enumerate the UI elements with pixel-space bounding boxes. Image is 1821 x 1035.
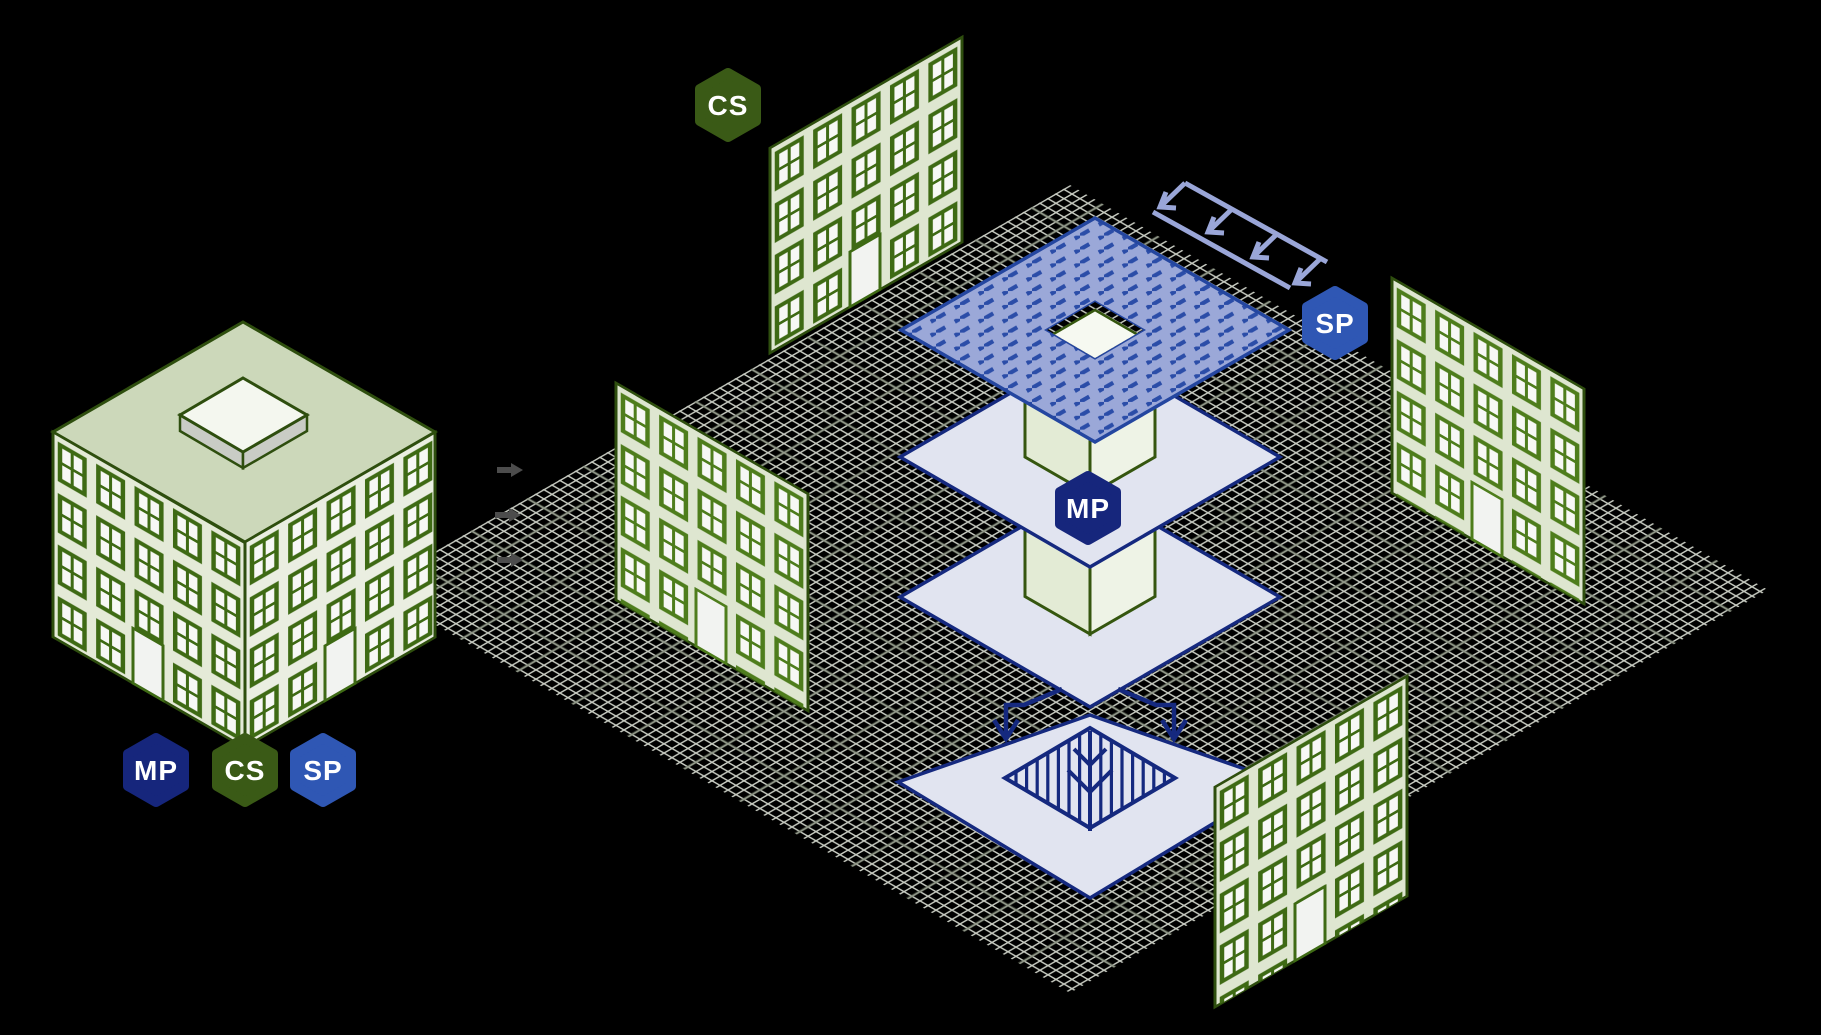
load-arrow-right-head bbox=[1160, 718, 1188, 744]
flow-arrow-1 bbox=[497, 463, 523, 477]
load-arrow-1 bbox=[1156, 181, 1187, 211]
badge-label: SP bbox=[1315, 308, 1354, 339]
flow-arrow-3 bbox=[497, 553, 523, 567]
badge-sp-load: SP bbox=[1302, 286, 1368, 360]
hexagon-badge-icon bbox=[212, 733, 278, 807]
load-arrow-4 bbox=[1291, 257, 1322, 287]
badge-label: CS bbox=[225, 755, 266, 786]
legend-badge-sp: SP bbox=[290, 733, 356, 807]
source-building bbox=[49, 320, 439, 751]
hexagon-badge-icon bbox=[1055, 471, 1121, 545]
facade-east bbox=[1390, 275, 1586, 607]
ground-plate-group bbox=[893, 686, 1287, 901]
badge-label: MP bbox=[134, 755, 178, 786]
tree-icon bbox=[1001, 725, 1179, 831]
facade-windows bbox=[770, 37, 962, 353]
facade-windows bbox=[616, 382, 808, 711]
facade-north bbox=[768, 34, 964, 356]
hexagon-badge-icon bbox=[123, 733, 189, 807]
load-arrow-left-shaft bbox=[1003, 686, 1063, 736]
hexagon-badge-icon bbox=[290, 733, 356, 807]
door bbox=[1293, 884, 1327, 964]
hexagon-badge-icon bbox=[695, 68, 761, 142]
door bbox=[694, 586, 728, 666]
flow-arrows-icon bbox=[495, 463, 523, 567]
door bbox=[131, 625, 165, 703]
badge-label: MP bbox=[1066, 493, 1110, 524]
hexagon-badge-icon bbox=[1302, 286, 1368, 360]
building-windows bbox=[245, 432, 435, 747]
load-top-line bbox=[1183, 180, 1329, 265]
load-arrow-3 bbox=[1249, 231, 1280, 261]
courtyard-hatch bbox=[1014, 734, 1166, 822]
rooftop-unit bbox=[177, 376, 310, 471]
door bbox=[1470, 479, 1504, 559]
building-left-wall bbox=[51, 429, 247, 751]
massing-stack bbox=[896, 215, 1293, 710]
legend-badge-mp: MP bbox=[123, 733, 189, 807]
load-arrow-2 bbox=[1204, 206, 1235, 236]
massing-slab bbox=[897, 215, 1293, 445]
building-right-wall bbox=[243, 429, 437, 750]
distributed-load-icon bbox=[1151, 180, 1329, 291]
badge-label: SP bbox=[303, 755, 342, 786]
load-bottom-line bbox=[1151, 209, 1292, 291]
facade-west bbox=[614, 380, 810, 714]
legend-badge-cs: CS bbox=[212, 733, 278, 807]
slab-outline bbox=[897, 215, 1293, 445]
tree-branch-lower bbox=[1066, 768, 1114, 795]
badge-mp-center: MP bbox=[1055, 471, 1121, 545]
flow-arrow-2 bbox=[495, 508, 521, 522]
facade-south bbox=[1213, 673, 1409, 1010]
door bbox=[323, 626, 357, 704]
facade-windows bbox=[1392, 278, 1584, 604]
badge-label: CS bbox=[708, 90, 749, 121]
door bbox=[848, 232, 882, 310]
facade-windows bbox=[1215, 676, 1407, 1007]
tree-branch-upper bbox=[1072, 747, 1108, 768]
building-windows bbox=[53, 431, 245, 748]
load-arrow-right-shaft bbox=[1117, 686, 1177, 736]
load-arrow-left-head bbox=[992, 718, 1020, 744]
badge-cs-top: CS bbox=[695, 68, 761, 142]
down-arrows-icon bbox=[992, 686, 1188, 744]
